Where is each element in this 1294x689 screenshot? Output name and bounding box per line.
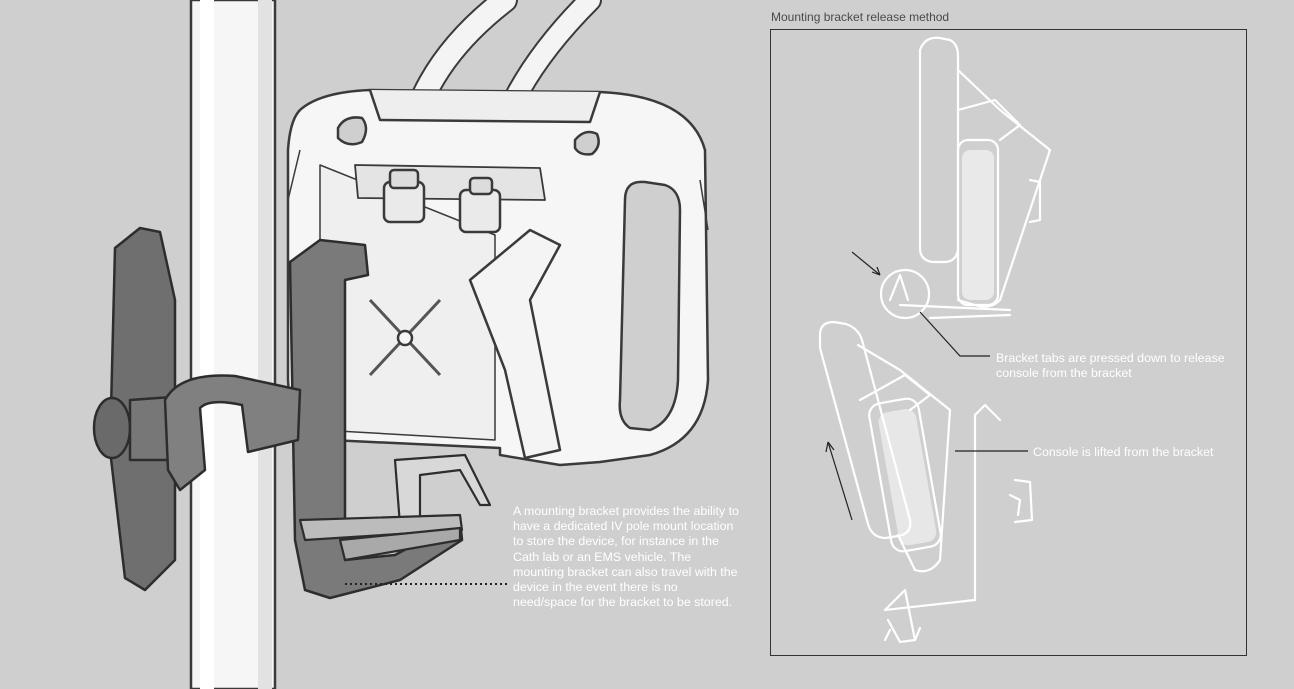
callout-console-lifted: Console is lifted from the bracket — [1033, 445, 1243, 460]
bracket-caption: A mounting bracket provides the ability … — [513, 504, 745, 610]
iv-pole — [191, 0, 275, 689]
panel-title: Mounting bracket release method — [771, 10, 949, 24]
release-panel-frame — [770, 29, 1247, 656]
callout-tabs-pressed: Bracket tabs are pressed down to release… — [996, 351, 1246, 381]
